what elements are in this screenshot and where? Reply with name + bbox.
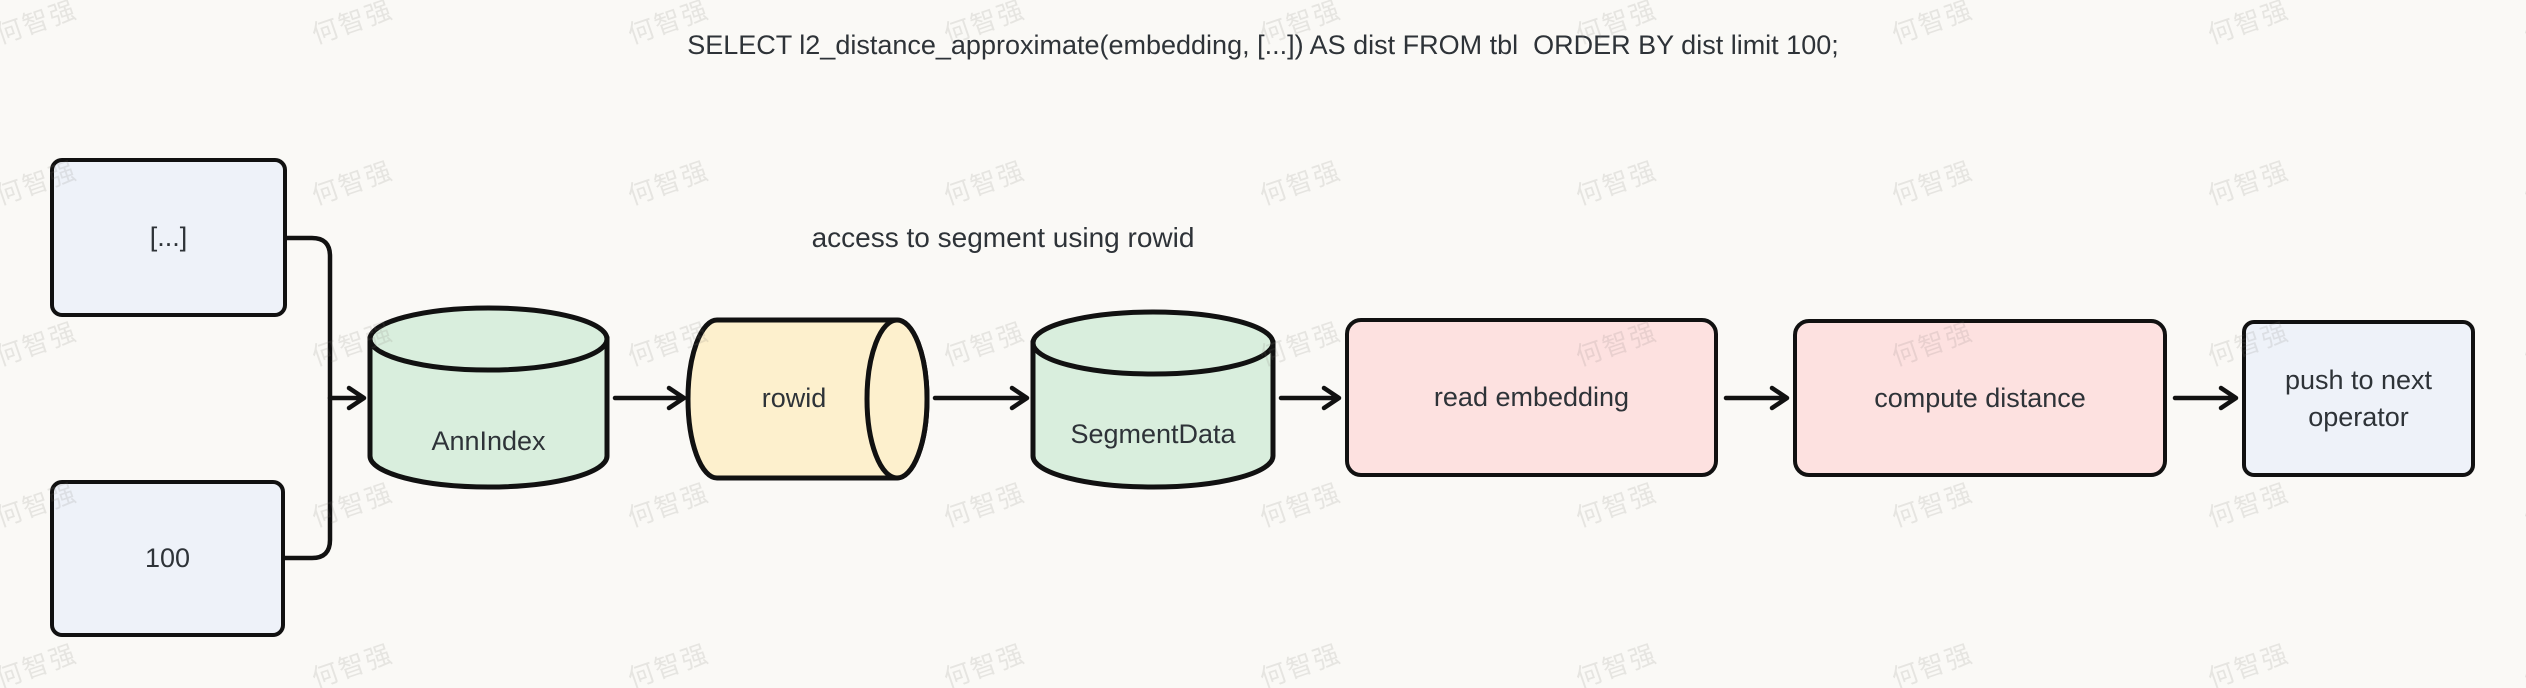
push-to-next-operator-node: push to next operator: [2242, 320, 2475, 477]
input-vector-label: [...]: [149, 222, 188, 253]
annindex-cylinder-body: [367, 336, 610, 490]
segment-access-annotation: access to segment using rowid: [811, 222, 1195, 253]
sql-query-title: SELECT l2_distance_approximate(embedding…: [687, 30, 1839, 60]
read-embedding-label: read embedding: [1433, 382, 1630, 413]
arrow-rowid-to-segmentdata: [932, 385, 1030, 411]
annindex-cylinder: [367, 305, 610, 490]
segmentdata-cylinder-body: [1030, 340, 1276, 490]
push-to-next-operator-label: push to next operator: [2284, 365, 2433, 432]
rowid-cylinder: [685, 317, 930, 481]
arrow-readembedding-to-computedistance: [1723, 385, 1790, 411]
limit-label: 100: [144, 543, 191, 574]
arrow-inputs-to-annindex: [327, 385, 367, 411]
segmentdata-label: SegmentData: [1070, 418, 1236, 449]
arrow-computedistance-to-push: [2172, 385, 2239, 411]
arrow-segmentdata-to-readembedding: [1278, 385, 1342, 411]
segmentdata-cylinder-top: [1030, 309, 1276, 377]
limit-node: 100: [50, 480, 285, 637]
compute-distance-node: compute distance: [1793, 319, 2167, 477]
compute-distance-label: compute distance: [1874, 382, 2086, 413]
input-vector-node: [...]: [50, 158, 287, 317]
arrow-annindex-to-rowid: [612, 385, 687, 411]
annindex-label: AnnIndex: [431, 425, 546, 456]
rowid-cylinder-cap: [864, 317, 930, 481]
read-embedding-node: read embedding: [1345, 318, 1718, 477]
annindex-cylinder-top: [367, 305, 610, 373]
segmentdata-cylinder: [1030, 309, 1276, 490]
rowid-label: rowid: [761, 382, 827, 413]
